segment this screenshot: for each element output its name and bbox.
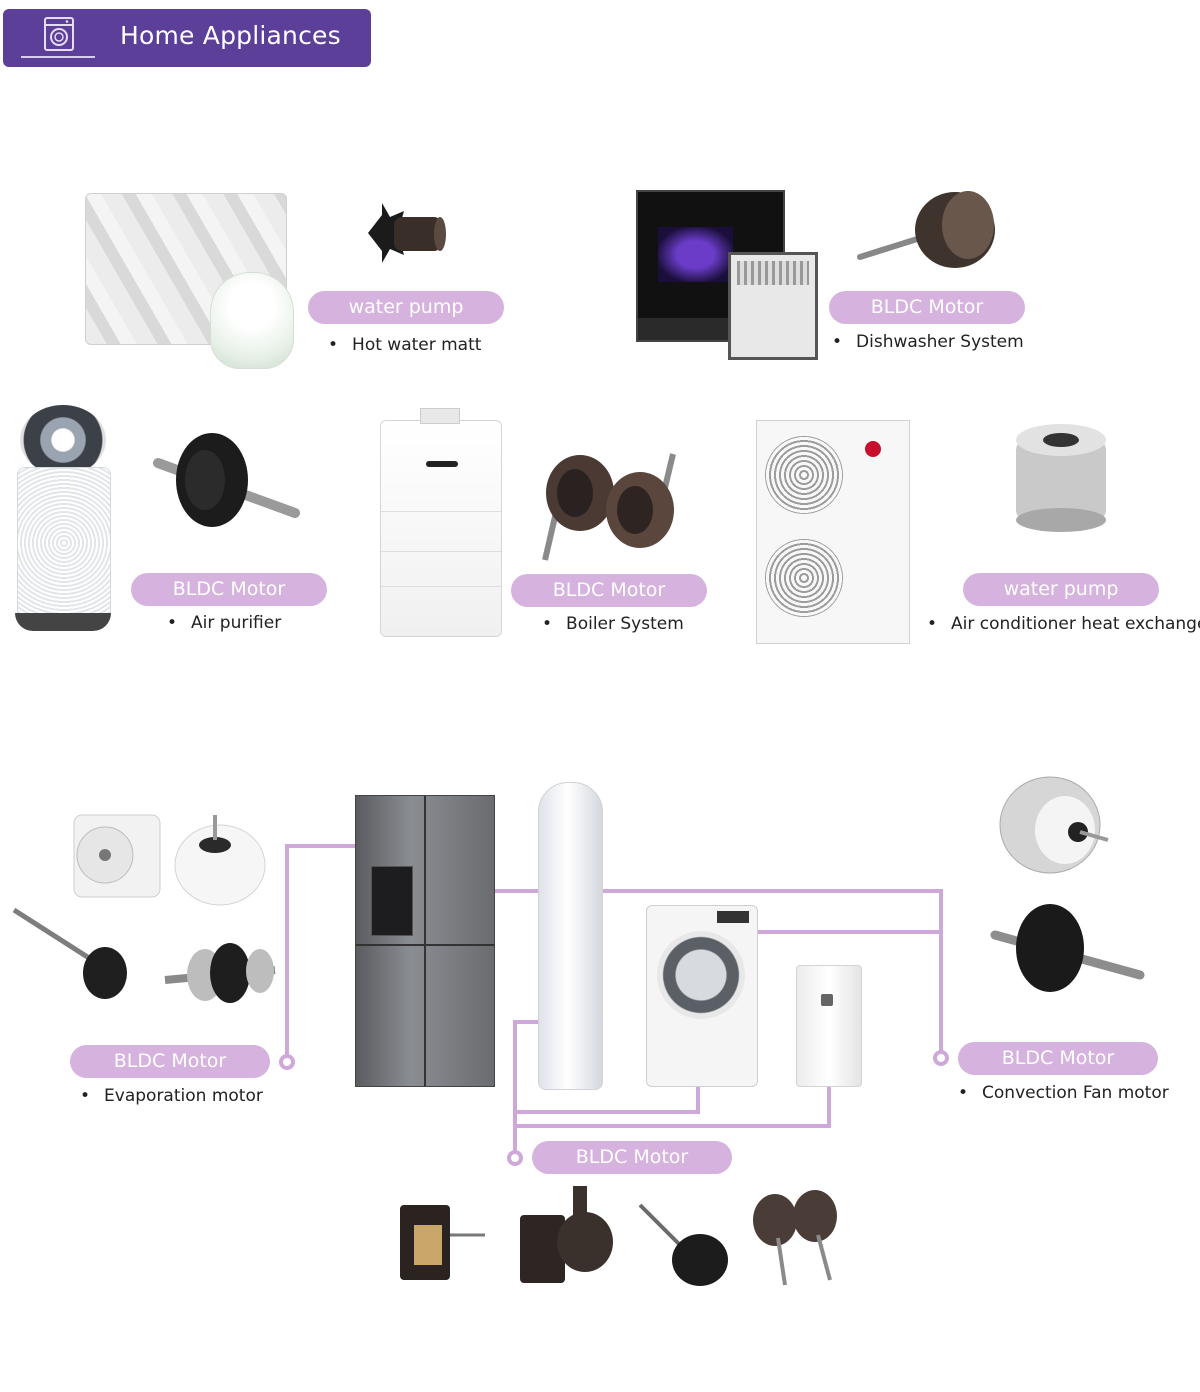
section-header: Home Appliances <box>3 9 371 67</box>
page-title: Home Appliances <box>120 21 341 50</box>
dishwasher-builtin-image <box>728 252 818 360</box>
boiler-image <box>380 420 502 637</box>
refrigerator-image <box>355 795 495 1087</box>
pill-label-bldc-boiler: BLDC Motor <box>511 574 707 607</box>
pill-label-water-pump-2: water pump <box>963 573 1159 606</box>
bullet-convection-fan-motor: Convection Fan motor <box>958 1083 1169 1103</box>
boiler-flue <box>420 408 460 424</box>
air-purifier-image <box>15 405 111 631</box>
pill-label-bldc-convection: BLDC Motor <box>958 1042 1158 1075</box>
convection-fan-motor-images <box>990 776 1145 992</box>
bullet-air-conditioner-heat-exchanger: Air conditioner heat exchanger <box>927 614 1200 634</box>
bullet-dishwasher-system: Dishwasher System <box>832 332 1024 352</box>
water-purifier-image <box>796 965 862 1087</box>
pill-label-bldc-center: BLDC Motor <box>532 1141 732 1174</box>
header-underline <box>21 56 95 58</box>
washing-machine-image <box>646 905 758 1087</box>
mat-controller-image <box>210 272 294 369</box>
bldc-motor-boiler-image <box>542 453 676 561</box>
washing-machine-icon <box>44 17 74 51</box>
bullet-air-purifier: Air purifier <box>167 613 281 633</box>
pill-label-bldc-evaporation: BLDC Motor <box>70 1045 270 1078</box>
center-motor-images <box>400 1186 837 1286</box>
pill-label-bldc-dishwasher: BLDC Motor <box>829 291 1025 324</box>
water-pump-can-image <box>1016 424 1106 532</box>
bldc-motor-dishwasher-image <box>857 191 995 268</box>
pill-label-bldc-air-purifier: BLDC Motor <box>131 573 327 606</box>
air-conditioner-outdoor-unit-image <box>756 420 910 644</box>
bullet-boiler-system: Boiler System <box>542 614 684 634</box>
bldc-motor-air-purifier-image <box>153 433 300 527</box>
water-pump-image <box>368 203 446 263</box>
tower-air-conditioner-image <box>538 782 603 1090</box>
bullet-evaporation-motor: Evaporation motor <box>80 1086 263 1106</box>
evaporation-motor-images <box>12 814 276 1003</box>
pill-label-water-pump-1: water pump <box>308 291 504 324</box>
bullet-hot-water-matt: Hot water matt <box>328 335 481 355</box>
